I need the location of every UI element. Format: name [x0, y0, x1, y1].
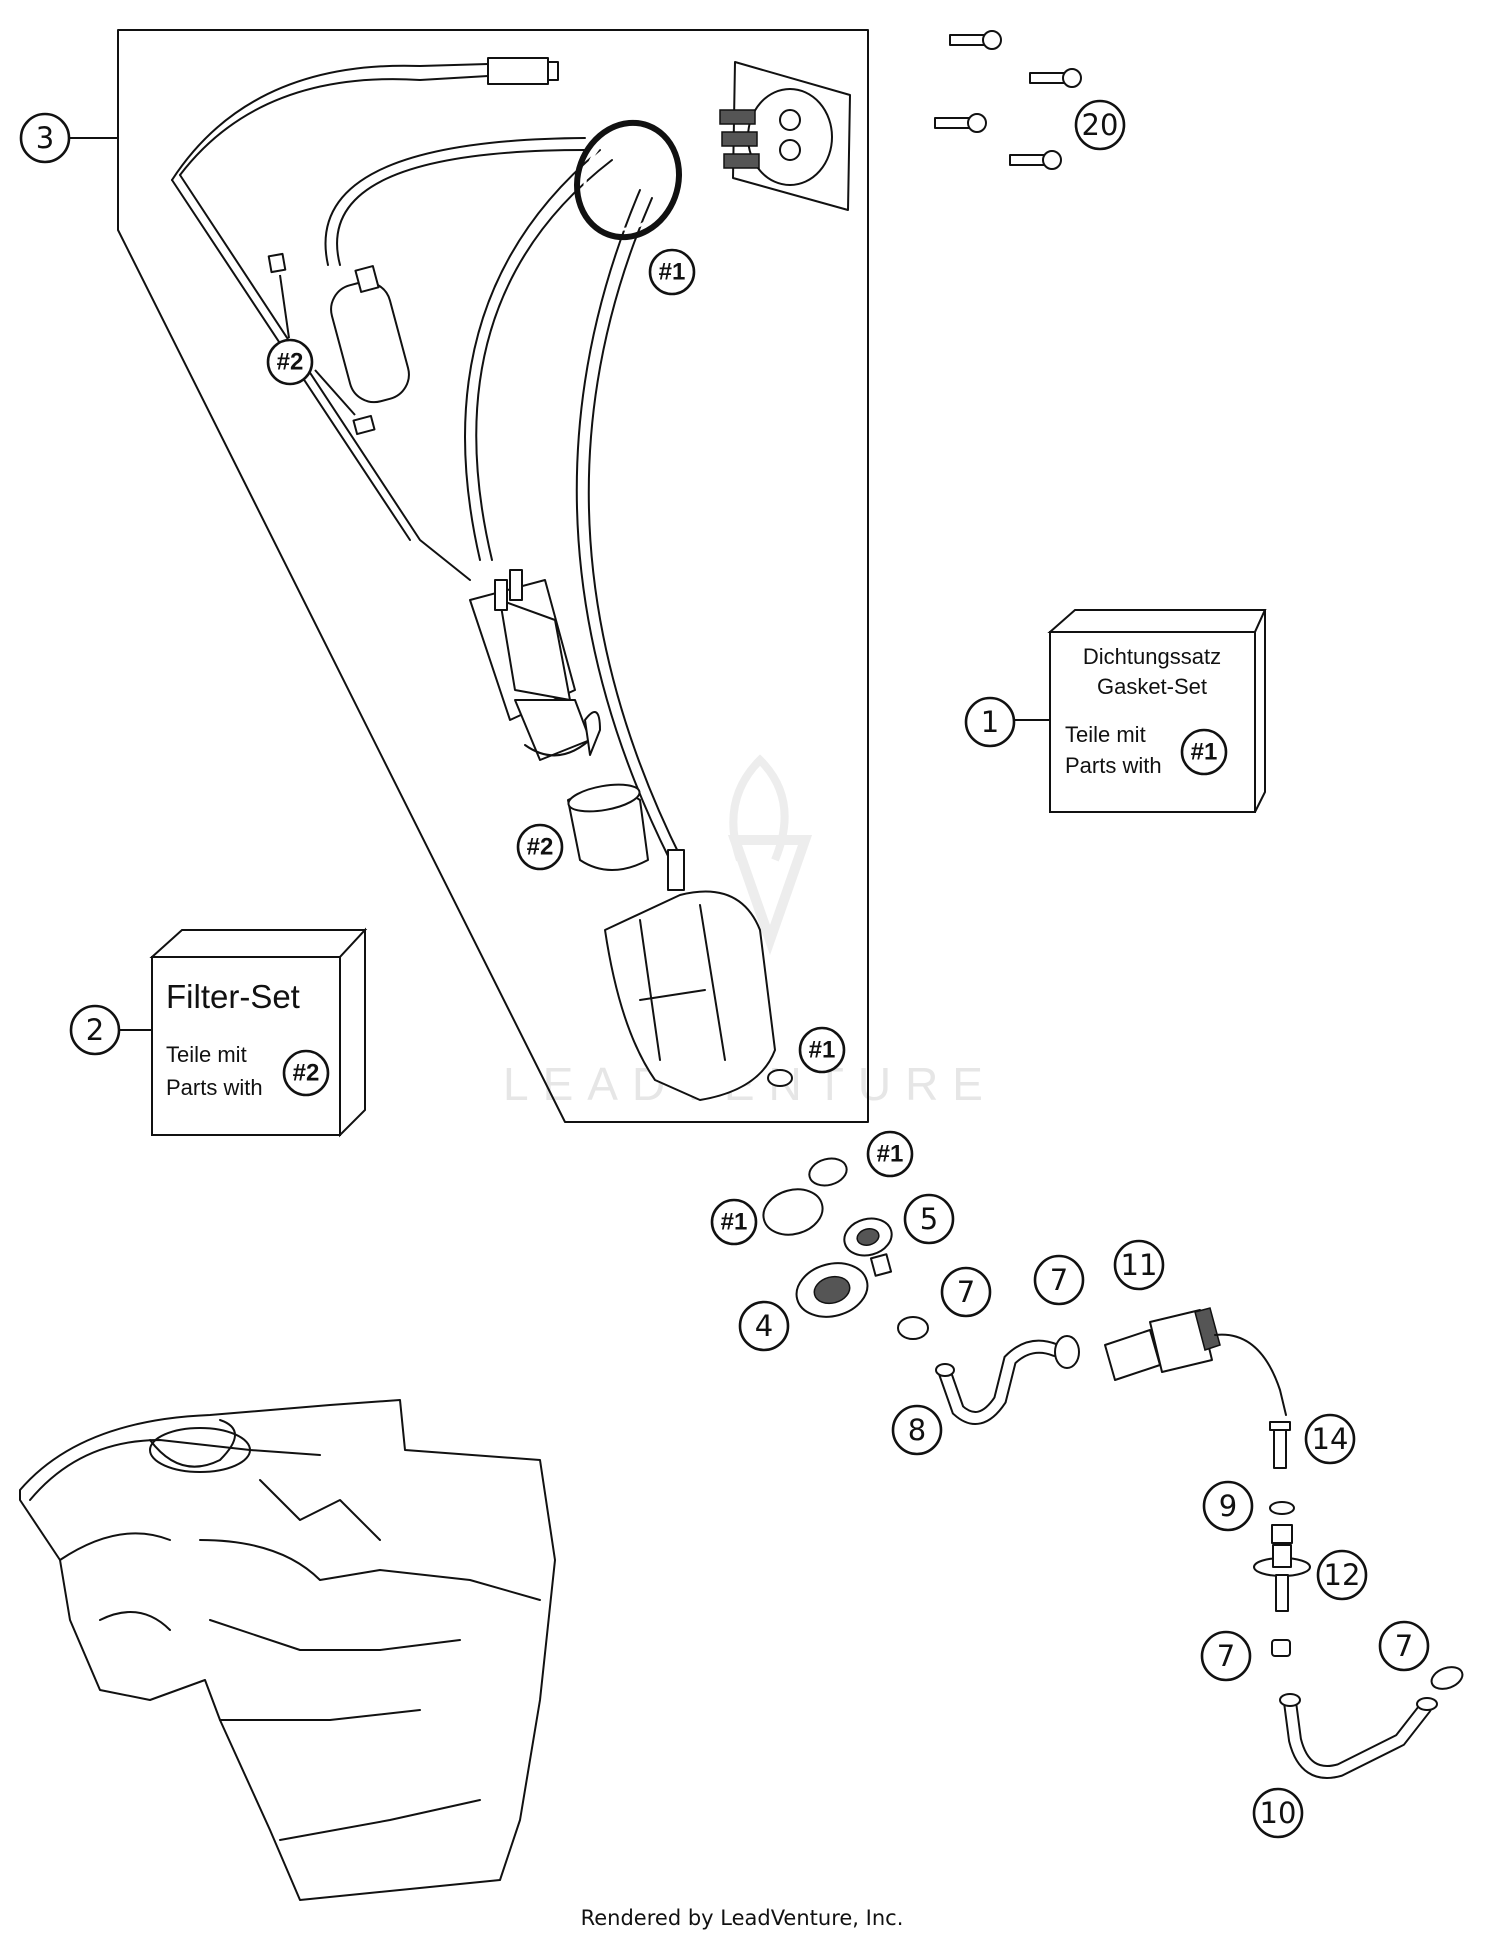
fuel-tank [19, 1399, 556, 1901]
callout-2-label: 2 [86, 1013, 104, 1047]
o-ring-small [808, 1157, 848, 1187]
ref-gasket-ring: #1 [648, 248, 696, 296]
callout-4-label: 4 [755, 1309, 773, 1343]
filter-box-line2: Parts with [166, 1075, 263, 1100]
filter-box-ref: #2 [293, 1060, 320, 1087]
callout-7d: 7 [1378, 1620, 1430, 1672]
callout-14-label: 14 [1312, 1422, 1349, 1456]
ref-oring-lower: #1 [710, 1198, 758, 1246]
pump-flange [719, 61, 851, 211]
ref-pump-bottom: #1 [798, 1026, 846, 1074]
gasket-box-line1: Dichtungssatz [1083, 644, 1221, 669]
callout-20: 20 [1074, 99, 1126, 151]
hose-clamp-b [1054, 1335, 1080, 1369]
pump-housing [604, 849, 793, 1101]
o-ring-9 [1269, 1501, 1295, 1515]
ref-pump-bottom-label: #1 [809, 1037, 836, 1064]
quick-coupler [1104, 1307, 1287, 1416]
filter-box-line1: Teile mit [166, 1042, 247, 1067]
o-ring-large [762, 1188, 824, 1236]
callout-2: 2 [69, 1004, 121, 1056]
flange-bolts [934, 30, 1082, 170]
callout-20-label: 20 [1082, 108, 1119, 142]
footer-credit: Rendered by LeadVenture, Inc. [581, 1906, 904, 1930]
retaining-pin [1269, 1421, 1291, 1469]
callout-9: 9 [1202, 1480, 1254, 1532]
ref-gasket-ring-label: #1 [659, 259, 686, 286]
filter-sock [567, 783, 649, 871]
gasket-box-ref: #1 [1191, 739, 1218, 766]
gasket-box-line2: Gasket-Set [1097, 674, 1207, 699]
inline-fuel-filter [267, 252, 410, 436]
hose-clamp-c [1271, 1639, 1291, 1657]
hose-clamp-d [1430, 1666, 1464, 1690]
callout-1: 1 [964, 696, 1016, 748]
ref-oring-upper-label: #1 [877, 1141, 904, 1168]
ref-filter-lower-label: #2 [527, 834, 554, 861]
callout-10-label: 10 [1260, 1796, 1297, 1830]
hose-8 [935, 1339, 1062, 1425]
callout-7a-label: 7 [957, 1275, 975, 1309]
callout-10: 10 [1252, 1787, 1304, 1839]
fuel-lines [324, 137, 683, 861]
gasket-box-line4: Parts with [1065, 753, 1162, 778]
callout-12: 12 [1316, 1549, 1368, 1601]
callout-8-label: 8 [908, 1413, 926, 1447]
callout-12-label: 12 [1324, 1558, 1361, 1592]
callout-7d-label: 7 [1395, 1629, 1413, 1663]
flange-gasket-ring [573, 119, 683, 241]
callout-7b-label: 7 [1050, 1263, 1068, 1297]
callout-9-label: 9 [1219, 1489, 1237, 1523]
callout-11-label: 11 [1121, 1248, 1158, 1282]
callout-11: 11 [1113, 1239, 1165, 1291]
callout-5: 5 [903, 1193, 955, 1245]
hose-10 [1279, 1693, 1438, 1779]
gasket-set-box: Dichtungssatz Gasket-Set Teile mit Parts… [1047, 609, 1267, 813]
callout-3: 3 [19, 112, 71, 164]
callout-7c: 7 [1200, 1630, 1252, 1682]
part-4-ring-nut [795, 1262, 869, 1318]
hose-clamp-a [897, 1316, 929, 1340]
ref-filter-lower: #2 [516, 823, 564, 871]
callout-7a: 7 [940, 1266, 992, 1318]
filter-set-box: Filter-Set Teile mit Parts with #2 [149, 927, 368, 1138]
callout-7b: 7 [1033, 1254, 1085, 1306]
callout-5-label: 5 [920, 1202, 938, 1236]
ref-filter-upper: #2 [266, 338, 314, 386]
gasket-box-line3: Teile mit [1065, 722, 1146, 747]
callout-1-label: 1 [981, 705, 999, 739]
callout-14: 14 [1304, 1413, 1356, 1465]
hose-fitting-12 [1253, 1524, 1311, 1612]
ref-filter-upper-label: #2 [277, 349, 304, 376]
callout-3-label: 3 [36, 121, 54, 155]
callout-8: 8 [891, 1404, 943, 1456]
ref-oring-lower-label: #1 [721, 1209, 748, 1236]
fuel-pump-assembly-frame [117, 29, 869, 1123]
part-5-fitting [843, 1217, 893, 1277]
filter-box-title: Filter-Set [166, 978, 300, 1015]
ref-oring-upper: #1 [866, 1130, 914, 1178]
fuel-pump-body [469, 569, 601, 761]
callout-7c-label: 7 [1217, 1639, 1235, 1673]
callout-4: 4 [738, 1300, 790, 1352]
